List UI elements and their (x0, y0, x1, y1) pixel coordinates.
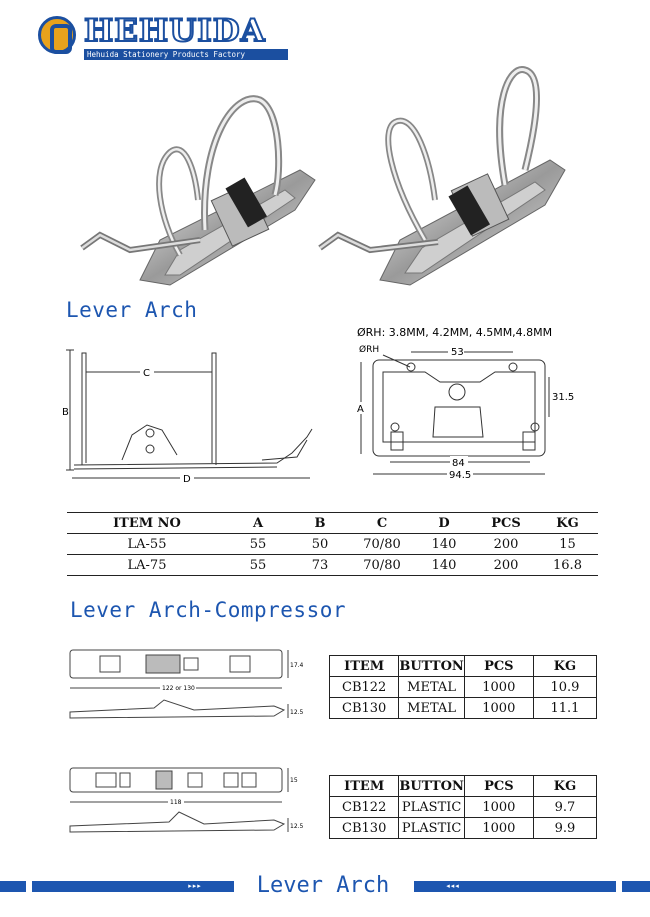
column-header: B (289, 512, 351, 534)
table-cell: CB130 (328, 817, 400, 839)
section-title-lever-arch: Lever Arch (66, 298, 198, 322)
footer-arrows-right-icon: ◂◂◂ (424, 881, 482, 892)
dim-height: 15 (290, 777, 298, 784)
table-cell: 9.7 (532, 796, 598, 818)
logo-name: HEHUIDA (83, 13, 266, 49)
table-cell: 140 (413, 533, 475, 555)
table-cell: 16.8 (537, 554, 598, 576)
column-header: ITEM (328, 775, 400, 797)
footer-bar-segment (482, 881, 616, 892)
footer-bar-segment (0, 881, 26, 892)
label-d: D (183, 474, 191, 485)
table-cell: PLASTIC (398, 817, 465, 839)
footer-bar-segment (414, 881, 424, 892)
dim-length: 122 or 130 (162, 685, 195, 692)
table-cell: LA-55 (67, 533, 227, 555)
table-row: CB122 METAL 1000 10.9 (328, 676, 598, 698)
table-cell: 10.9 (532, 676, 598, 698)
section-title-compressor: Lever Arch-Compressor (70, 598, 347, 622)
footer-bar-segment (224, 881, 234, 892)
table-row: CB122 PLASTIC 1000 9.7 (328, 796, 598, 818)
column-header: PCS (475, 512, 537, 534)
table-cell: 55 (227, 554, 289, 576)
table-cell: 73 (289, 554, 351, 576)
table-cell: 1000 (463, 676, 534, 698)
table-cell: 9.9 (532, 817, 598, 839)
table-cell: 1000 (463, 796, 534, 818)
table-cell: METAL (398, 697, 465, 719)
table-cell: CB122 (328, 796, 400, 818)
table-cell: 55 (227, 533, 289, 555)
column-header: BUTTON (398, 655, 465, 677)
compressor-metal-diagram: 17.4 122 or 130 12.5 (69, 649, 304, 719)
compressor-metal-table: ITEM BUTTON PCS KG CB122 METAL 1000 10.9… (328, 655, 598, 719)
table-cell: 11.1 (532, 697, 598, 719)
rh-note: ØRH: 3.8MM, 4.2MM, 4.5MM,4.8MM (357, 326, 552, 339)
lever-arch-photo-left (80, 95, 316, 286)
label-b: B (62, 407, 69, 418)
column-header: KG (532, 655, 598, 677)
column-header: BUTTON (398, 775, 465, 797)
footer-bar-segment (32, 881, 166, 892)
table-cell: CB130 (328, 697, 400, 719)
dim-53: 53 (451, 347, 464, 358)
table-row: CB130 PLASTIC 1000 9.9 (328, 817, 598, 839)
table-cell: CB122 (328, 676, 400, 698)
logo-subtitle: Hehuida Stationery Products Factory (84, 49, 288, 60)
table-cell: 50 (289, 533, 351, 555)
column-header: C (351, 512, 413, 534)
table-cell: 15 (537, 533, 598, 555)
column-header: KG (532, 775, 598, 797)
label-c: C (143, 368, 150, 379)
dim-side: 12.5 (290, 709, 304, 716)
compressor-plastic-diagram: 15 118 12.5 (69, 767, 304, 833)
table-cell: METAL (398, 676, 465, 698)
column-header: PCS (463, 775, 534, 797)
column-header: A (227, 512, 289, 534)
table-header-row: ITEM BUTTON PCS KG (328, 775, 598, 797)
table-row: LA-75 55 73 70/80 140 200 16.8 (67, 554, 598, 576)
dim-length: 118 (170, 799, 182, 806)
table-cell: 70/80 (351, 533, 413, 555)
dim-side: 12.5 (290, 823, 304, 830)
table-row: CB130 METAL 1000 11.1 (328, 697, 598, 719)
table-cell: 200 (475, 554, 537, 576)
column-header: ITEM NO (67, 512, 227, 534)
table-header-row: ITEM BUTTON PCS KG (328, 655, 598, 677)
label-a: A (357, 404, 364, 415)
footer-arrows-left-icon: ▸▸▸ (166, 881, 224, 892)
compressor-plastic-table: ITEM BUTTON PCS KG CB122 PLASTIC 1000 9.… (328, 775, 598, 839)
column-header: D (413, 512, 475, 534)
dim-84: 84 (452, 458, 465, 469)
lever-arch-spec-table: ITEM NO A B C D PCS KG LA-55 55 50 70/80… (67, 512, 598, 576)
brand-logo: HEHUIDA Hehuida Stationery Products Fact… (38, 13, 288, 60)
table-header-row: ITEM NO A B C D PCS KG (67, 512, 598, 534)
table-row: LA-55 55 50 70/80 140 200 15 (67, 533, 598, 555)
rh-label: ØRH (359, 344, 379, 355)
table-cell: PLASTIC (398, 796, 465, 818)
dim-height: 17.4 (290, 662, 304, 669)
lever-arch-top-diagram: ØRH: 3.8MM, 4.2MM, 4.5MM,4.8MM ØRH 53 31… (355, 326, 574, 481)
table-cell: LA-75 (67, 554, 227, 576)
footer-title: Lever Arch (256, 873, 390, 898)
column-header: PCS (463, 655, 534, 677)
table-cell: 140 (413, 554, 475, 576)
lever-arch-side-diagram: B C D (62, 349, 313, 485)
logo-badge-icon (38, 16, 76, 54)
dim-94-5: 94.5 (449, 470, 471, 481)
footer-bar-segment (622, 881, 650, 892)
lever-arch-photo-right (318, 66, 566, 286)
dim-31-5: 31.5 (552, 392, 574, 403)
table-cell: 200 (475, 533, 537, 555)
column-header: ITEM (328, 655, 400, 677)
table-cell: 70/80 (351, 554, 413, 576)
table-cell: 1000 (463, 817, 534, 839)
column-header: KG (537, 512, 598, 534)
table-cell: 1000 (463, 697, 534, 719)
